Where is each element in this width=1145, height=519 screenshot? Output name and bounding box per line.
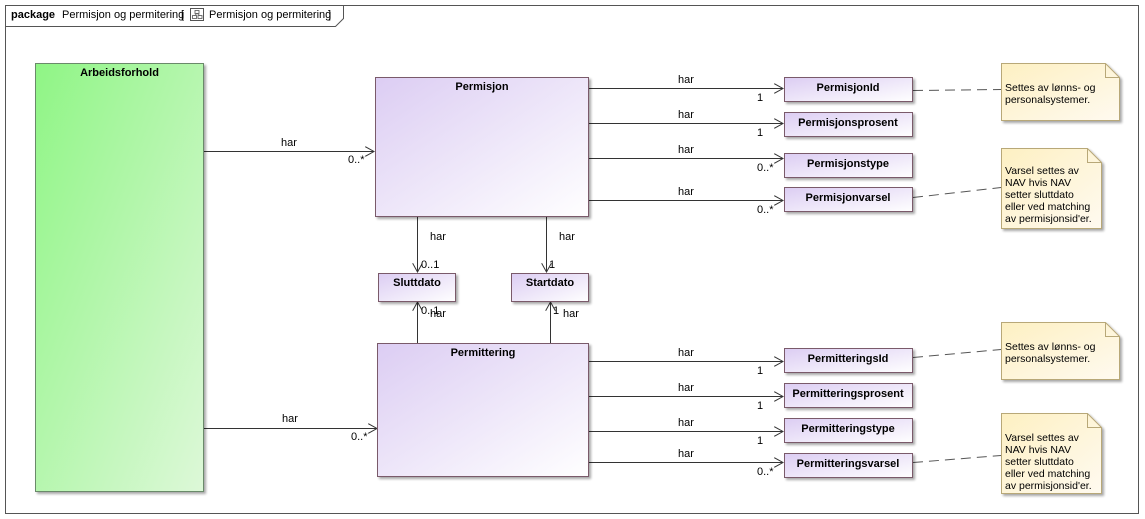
assoc-multiplicity: 1 (553, 305, 559, 317)
class-permitteringsprosent[interactable]: Permitteringsprosent (784, 383, 913, 408)
class-startdato[interactable]: Startdato (511, 273, 589, 302)
class-title: Permisjonvarsel (806, 192, 891, 204)
assoc-multiplicity: 1 (757, 127, 763, 139)
note-line: NAV hvis NAV (1005, 444, 1071, 456)
note-3[interactable]: Settes av lønns- og personalsystemer. (1001, 322, 1120, 380)
class-title: Permittering (451, 347, 516, 359)
class-permitteringstype[interactable]: Permitteringstype (784, 418, 913, 443)
assoc-label: har (678, 74, 694, 86)
assoc-label: har (563, 308, 579, 320)
assoc-multiplicity: 0..* (757, 204, 774, 216)
note-line: personalsystemer. (1005, 94, 1090, 106)
note-4[interactable]: Varsel settes av NAV hvis NAV setter slu… (1001, 413, 1102, 494)
assoc-label: har (678, 144, 694, 156)
class-arbeidsforhold[interactable]: Arbeidsforhold (35, 63, 204, 492)
class-title: PermisjonId (817, 82, 880, 94)
note-1[interactable]: Settes av lønns- og personalsystemer. (1001, 63, 1120, 121)
class-title: Sluttdato (393, 277, 441, 289)
class-sluttdato[interactable]: Sluttdato (378, 273, 456, 302)
class-permisjonstype[interactable]: Permisjonstype (784, 153, 913, 178)
class-permittering[interactable]: Permittering (377, 343, 589, 477)
association-labels: har 0..* har 0..* har 1 har 1 har 0..* h… (281, 74, 774, 478)
anchor-note3 (912, 349, 1002, 358)
class-title: PermitteringsId (808, 353, 889, 365)
class-title: Startdato (526, 277, 575, 289)
note-line: eller ved matching (1005, 468, 1090, 480)
assoc-multiplicity: 1 (757, 365, 763, 377)
assoc-label: har (678, 448, 694, 460)
assoc-multiplicity: 0..* (757, 466, 774, 478)
assoc-multiplicity: 0..* (348, 154, 365, 166)
assoc-multiplicity: 0..1 (421, 259, 439, 271)
assoc-label: har (281, 137, 297, 149)
note-line: Varsel settes av (1005, 432, 1080, 444)
note-line: setter sluttdato (1005, 189, 1074, 201)
note-line: av permisjonsid'er. (1005, 480, 1092, 492)
class-permitterings-id[interactable]: PermitteringsId (784, 348, 913, 373)
class-permitteringsvarsel[interactable]: Permitteringsvarsel (784, 453, 913, 478)
class-title: Arbeidsforhold (80, 67, 159, 79)
class-permisjonvarsel[interactable]: Permisjonvarsel (784, 187, 913, 212)
frame-bracket-close: ] (328, 9, 331, 21)
assoc-label: har (678, 347, 694, 359)
assoc-label: har (430, 308, 446, 320)
frame-name: Permisjon og permitering (62, 9, 184, 21)
assoc-multiplicity: 0..* (351, 431, 368, 443)
anchor-note4 (912, 455, 1002, 463)
class-title: Permitteringsvarsel (797, 458, 900, 470)
note-line: eller ved matching (1005, 201, 1090, 213)
package-frame: package Permisjon og permitering [ Permi… (5, 5, 1139, 514)
assoc-multiplicity: 0..1 (421, 305, 439, 317)
anchor-note2 (912, 187, 1002, 198)
note-line: Varsel settes av (1005, 165, 1080, 177)
frame-bracket-open: [ (181, 9, 184, 21)
class-title: Permisjon (455, 81, 508, 93)
assoc-label: har (559, 231, 575, 243)
note-2[interactable]: Varsel settes av NAV hvis NAV setter slu… (1001, 148, 1102, 229)
note-line: setter sluttdato (1005, 456, 1074, 468)
anchor-note1 (912, 89, 1002, 91)
association-lines (204, 89, 783, 463)
class-permisjonsprosent[interactable]: Permisjonsprosent (784, 112, 913, 137)
note-line: Settes av lønns- og (1005, 341, 1096, 353)
class-title: Permitteringstype (801, 423, 895, 435)
assoc-label: har (430, 231, 446, 243)
class-title: Permitteringsprosent (792, 388, 904, 400)
diagram-icon (190, 8, 204, 21)
assoc-label: har (678, 109, 694, 121)
assoc-label: har (678, 382, 694, 394)
assoc-multiplicity: 1 (757, 400, 763, 412)
note-line: av permisjonsid'er. (1005, 213, 1092, 225)
note-line: NAV hvis NAV (1005, 177, 1071, 189)
assoc-multiplicity: 1 (549, 259, 555, 271)
assoc-label: har (282, 413, 298, 425)
class-title: Permisjonsprosent (798, 117, 898, 129)
class-permisjon[interactable]: Permisjon (375, 77, 589, 217)
note-line: personalsystemer. (1005, 353, 1090, 365)
class-permisjon-id[interactable]: PermisjonId (784, 77, 913, 102)
assoc-multiplicity: 1 (757, 435, 763, 447)
frame-diagram-name: Permisjon og permitering (209, 9, 331, 21)
class-title: Permisjonstype (807, 158, 889, 170)
note-anchors (912, 89, 1002, 463)
frame-keyword: package (11, 9, 55, 21)
assoc-label: har (678, 186, 694, 198)
assoc-multiplicity: 1 (757, 92, 763, 104)
note-line: Settes av lønns- og (1005, 82, 1096, 94)
assoc-multiplicity: 0..* (757, 162, 774, 174)
assoc-label: har (678, 417, 694, 429)
